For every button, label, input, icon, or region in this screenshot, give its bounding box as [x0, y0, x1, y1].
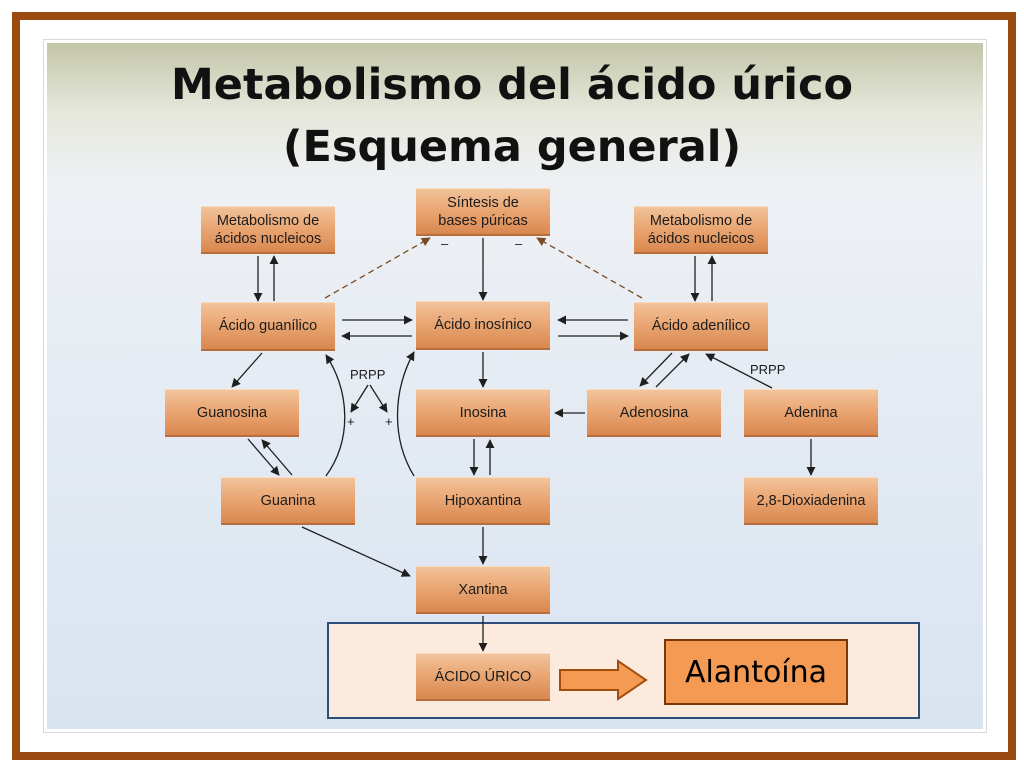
node-alantoina-label: Alantoína	[684, 654, 828, 690]
node-hipoxantina: Hipoxantina	[416, 477, 550, 525]
node-guanosina: Guanosina	[165, 389, 299, 437]
node-guanina-label: Guanina	[260, 492, 316, 509]
arrow-adenosina-to-adenilico	[655, 353, 690, 388]
slide-title: Metabolismo del ácido úrico (Esquema gen…	[0, 54, 1024, 178]
node-xantina-label: Xantina	[458, 581, 508, 598]
block-arrow-acido-urico-to-alantoina	[559, 659, 648, 701]
node-acido-adenilico-label: Ácido adenílico	[651, 318, 751, 334]
arrow-prpp-branch-left	[350, 384, 369, 413]
dashed-arrow-adenilico-to-sintesis	[536, 237, 643, 299]
node-acido-inosinico-label: Ácido inosínico	[434, 317, 532, 333]
arrow-guanina-to-guanosina	[261, 439, 293, 476]
node-guanina: Guanina	[221, 477, 355, 525]
node-acido-adenilico: Ácido adenílico	[634, 302, 768, 351]
node-acido-urico-label: ÁCIDO ÚRICO	[434, 668, 532, 685]
node-hipoxantina-label: Hipoxantina	[444, 492, 522, 509]
node-sintesis-line-1: Síntesis de	[447, 194, 519, 211]
title-line-1: Metabolismo del ácido úrico	[170, 60, 854, 110]
arrow-prpp-branch-right	[369, 384, 388, 413]
arrow-guanilico-to-guanosina	[231, 352, 263, 388]
content-panel	[44, 40, 986, 732]
node-acido-guanilico-label: Ácido guanílico	[218, 318, 318, 334]
node-inosina: Inosina	[416, 389, 550, 437]
arrow-adenina-to-adenilico	[705, 353, 773, 389]
node-acido-inosinico: Ácido inosínico	[416, 301, 550, 350]
label-minus-left: –	[441, 236, 449, 251]
node-xantina: Xantina	[416, 566, 550, 614]
arrow-adenilico-to-adenosina	[639, 352, 673, 387]
node-metab-right-line-1: Metabolismo de	[649, 212, 753, 229]
label-minus-right: –	[515, 236, 523, 251]
node-acido-urico: ÁCIDO ÚRICO	[416, 653, 550, 701]
node-metabolismo-acidos-nucleicos-right: Metabolismo de ácidos nucleicos	[634, 206, 768, 254]
arrow-guanina-to-guanilico	[325, 354, 346, 477]
label-prpp-left: PRPP	[350, 367, 386, 382]
label-plus-left: +	[347, 414, 355, 429]
node-dioxiadenina: 2,8-Dioxiadenina	[744, 477, 878, 525]
arrow-guanosina-to-guanina	[247, 438, 280, 476]
node-alantoina: Alantoína	[664, 639, 848, 705]
node-metab-left-line-1: Metabolismo de	[216, 212, 320, 229]
arrow-hipoxantina-to-inosinico	[396, 351, 415, 477]
node-adenosina: Adenosina	[587, 389, 721, 437]
node-inosina-label: Inosina	[459, 404, 507, 421]
node-metab-left-line-2: ácidos nucleicos	[214, 230, 322, 247]
label-prpp-right: PRPP	[750, 362, 786, 377]
node-acido-guanilico: Ácido guanílico	[201, 302, 335, 351]
node-sintesis-bases-puricas: Síntesis de bases púricas	[416, 188, 550, 236]
node-guanosina-label: Guanosina	[196, 404, 268, 421]
node-adenosina-label: Adenosina	[619, 404, 689, 421]
node-adenina: Adenina	[744, 389, 878, 437]
node-adenina-label: Adenina	[784, 404, 838, 421]
node-metab-right-line-2: ácidos nucleicos	[647, 230, 755, 247]
node-metabolismo-acidos-nucleicos-left: Metabolismo de ácidos nucleicos	[201, 206, 335, 254]
node-dioxiadenina-label: 2,8-Dioxiadenina	[756, 492, 866, 509]
title-line-2: (Esquema general)	[282, 122, 742, 172]
arrow-guanina-to-xantina	[301, 526, 411, 577]
node-sintesis-line-2: bases púricas	[438, 212, 528, 229]
label-plus-right: +	[385, 414, 393, 429]
dashed-arrow-guanilico-to-sintesis	[324, 237, 431, 299]
